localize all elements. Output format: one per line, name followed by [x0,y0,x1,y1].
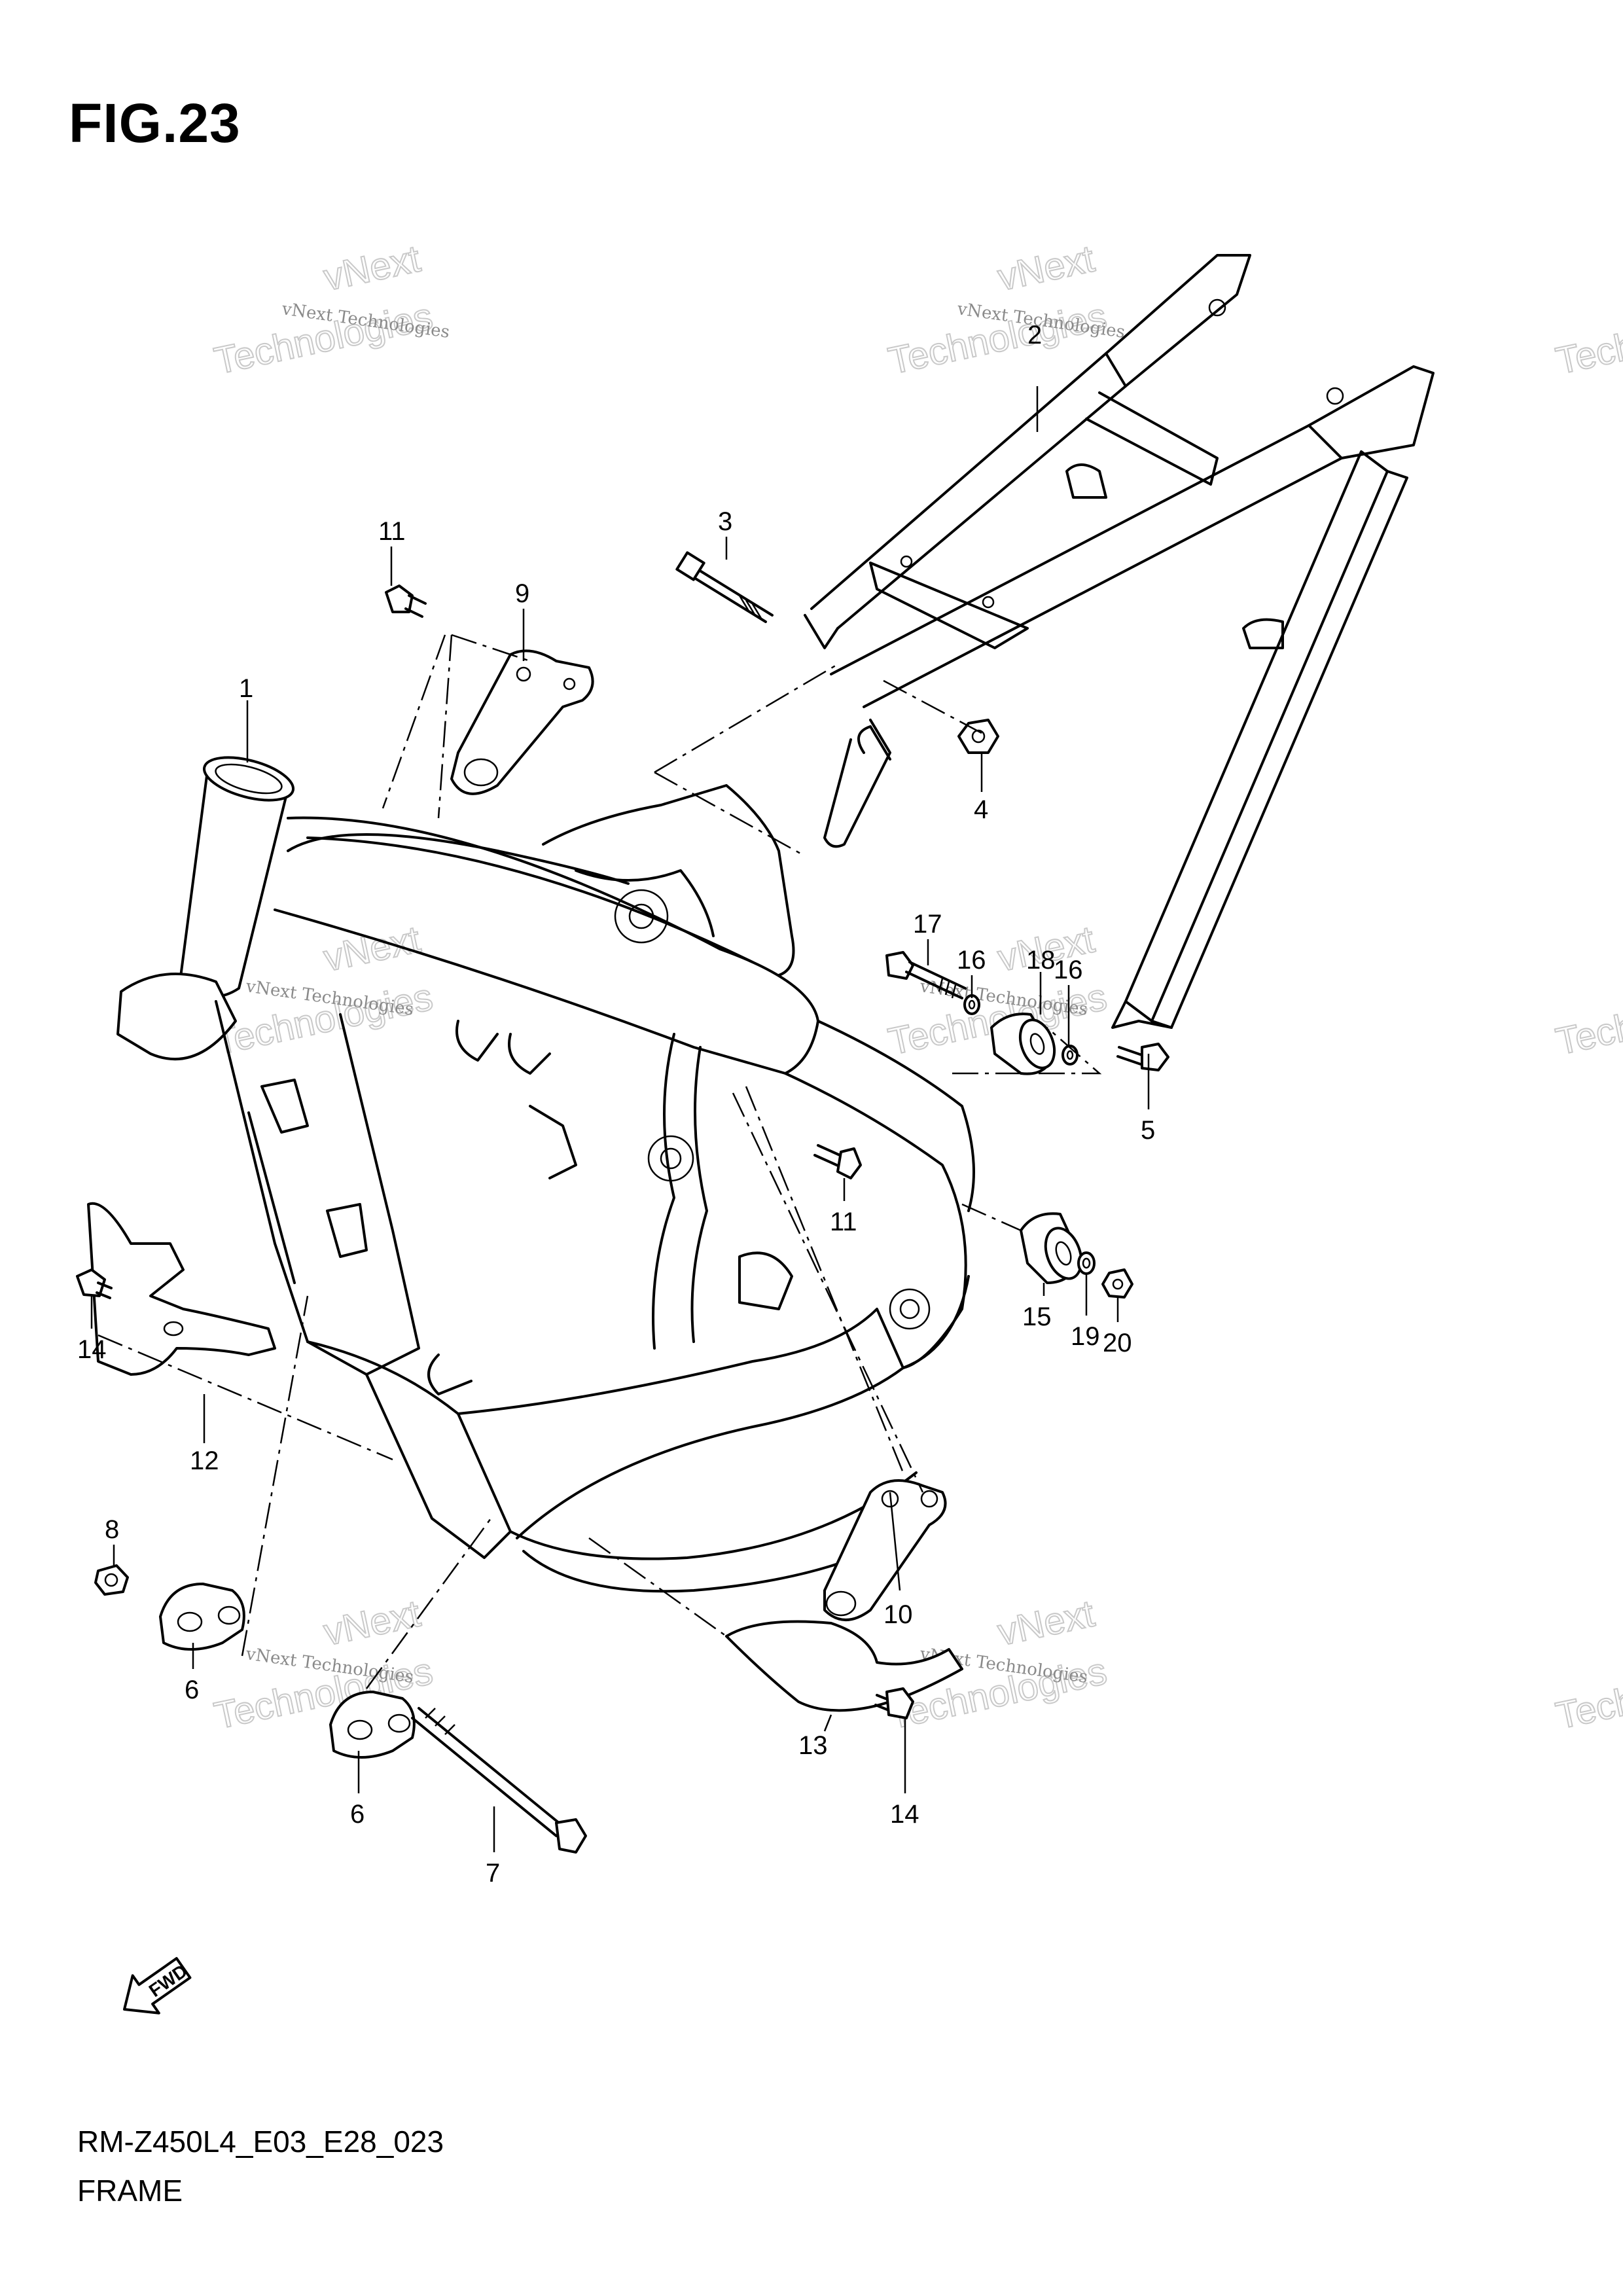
engine-mount-6-lower [329,1691,416,1759]
bolt-7 [411,1707,587,1854]
watermark-large-1: vNext [994,1592,1098,1654]
nut-20 [1101,1268,1133,1299]
figure-title: FIG.23 [69,92,241,154]
leader-lines [90,386,1150,1852]
engine-mount-6-upper [159,1583,245,1651]
callout-20: 20 [1103,1329,1132,1357]
bushing-18 [990,1013,1056,1075]
callout-13: 13 [798,1731,828,1760]
watermark-large-1: vNext [320,238,424,299]
callout-10: 10 [883,1600,913,1629]
callout-2: 2 [1027,321,1042,350]
watermark-large-1: vNext [320,1592,424,1654]
nut-8 [94,1564,129,1596]
bushing-15 [1020,1212,1083,1284]
callout-8: 8 [105,1515,119,1544]
bracket-9 [450,649,594,795]
bolt-5 [1116,1043,1169,1071]
watermark-large-2: Technologies [1552,1650,1623,1738]
callout-14b: 14 [890,1800,919,1829]
bolt-11-lower [813,1144,862,1179]
callout-19: 19 [1071,1322,1100,1351]
nut-4 [957,719,999,754]
callout-11a: 11 [378,517,406,546]
callout-1: 1 [239,674,253,703]
bracket-10 [823,1479,947,1621]
bolt-3 [675,551,774,623]
callout-5: 5 [1141,1116,1155,1145]
washer-16-a [963,994,980,1015]
callout-14a: 14 [77,1335,107,1364]
fwd-arrow: FWD [123,1957,192,2015]
rear-subframe [804,254,1435,1029]
callout-numbers: 1 2 3 4 5 6 6 7 8 9 10 11 11 12 13 14 14… [77,321,1155,1888]
callout-16a: 16 [957,946,986,975]
model-code: RM-Z450L4_E03_E28_023 [77,2125,444,2159]
main-frame [116,756,975,1593]
bolt-14-left [76,1268,113,1299]
bolt-17 [885,951,967,999]
callout-4: 4 [974,795,988,824]
callout-11b: 11 [830,1208,857,1236]
watermark: Technologies [1552,295,1623,384]
callout-16b: 16 [1054,956,1083,984]
callout-12: 12 [190,1446,219,1475]
watermark: Technologies [1552,1649,1623,1738]
callout-3: 3 [718,507,732,536]
figure-name: FRAME [77,2174,183,2208]
callout-6a: 6 [185,1676,199,1704]
bolt-11-upper [385,584,427,618]
watermark-large-2: Technologies [1552,295,1623,383]
watermark-large-2: Technologies [1552,976,1623,1064]
watermark-large-1: vNext [994,238,1098,299]
callout-9: 9 [515,579,529,608]
bolt-14-bottom [874,1687,914,1719]
frame-guard-12 [87,1202,276,1376]
callout-6b: 6 [350,1800,365,1829]
washer-16-b [1061,1045,1079,1066]
washer-19 [1077,1251,1096,1275]
watermark: Technologies [1552,975,1623,1064]
callout-15: 15 [1022,1302,1052,1331]
callout-7: 7 [486,1859,500,1888]
callout-17: 17 [913,910,942,939]
callout-18: 18 [1026,946,1056,975]
